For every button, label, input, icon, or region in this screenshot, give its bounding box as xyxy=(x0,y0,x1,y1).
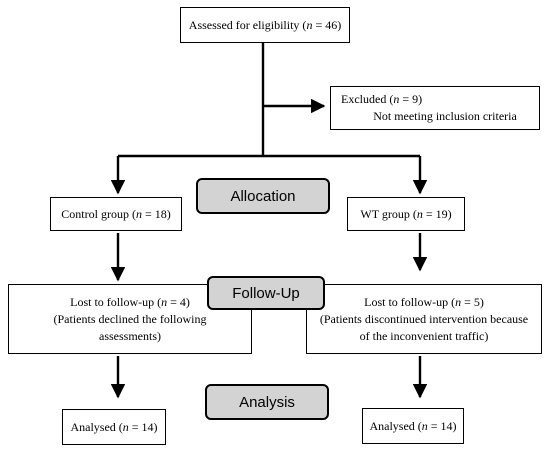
control-lost-reason-1: (Patients declined the following xyxy=(53,311,207,326)
excluded-reason: Not meeting inclusion criteria xyxy=(373,109,517,123)
control-lost-label: Lost to follow-up (n = 4) xyxy=(70,294,190,309)
excluded-label: Excluded (n = 9) xyxy=(341,92,423,106)
control-analysed-label: Analysed (n = 14) xyxy=(70,419,158,434)
wt-lost-followup-box: Lost to follow-up (n = 5) (Patients disc… xyxy=(306,284,542,354)
control-lost-reason-2: assessments) xyxy=(99,328,161,343)
wt-analysed-box: Analysed (n = 14) xyxy=(362,408,464,444)
wt-lost-label: Lost to follow-up (n = 5) xyxy=(364,294,484,309)
wt-group-label: WT group (n = 19) xyxy=(360,206,452,221)
assessed-eligibility-label: Assessed for eligibility (n = 46) xyxy=(188,17,342,32)
control-analysed-box: Analysed (n = 14) xyxy=(62,409,166,445)
wt-group-box: WT group (n = 19) xyxy=(347,197,465,231)
assessed-eligibility-box: Assessed for eligibility (n = 46) xyxy=(180,7,350,43)
stage-followup-label: Follow-Up xyxy=(207,276,325,310)
stage-analysis-label: Analysis xyxy=(205,384,329,420)
stage-allocation-label: Allocation xyxy=(196,178,330,214)
control-group-box: Control group (n = 18) xyxy=(50,197,182,231)
excluded-box: Excluded (n = 9) Not meeting inclusion c… xyxy=(330,86,540,130)
wt-analysed-label: Analysed (n = 14) xyxy=(369,418,457,433)
control-group-label: Control group (n = 18) xyxy=(61,206,171,221)
wt-lost-reason-2: of the inconvenient traffic) xyxy=(359,328,489,343)
wt-lost-reason-1: (Patients discontinued intervention beca… xyxy=(319,311,529,326)
